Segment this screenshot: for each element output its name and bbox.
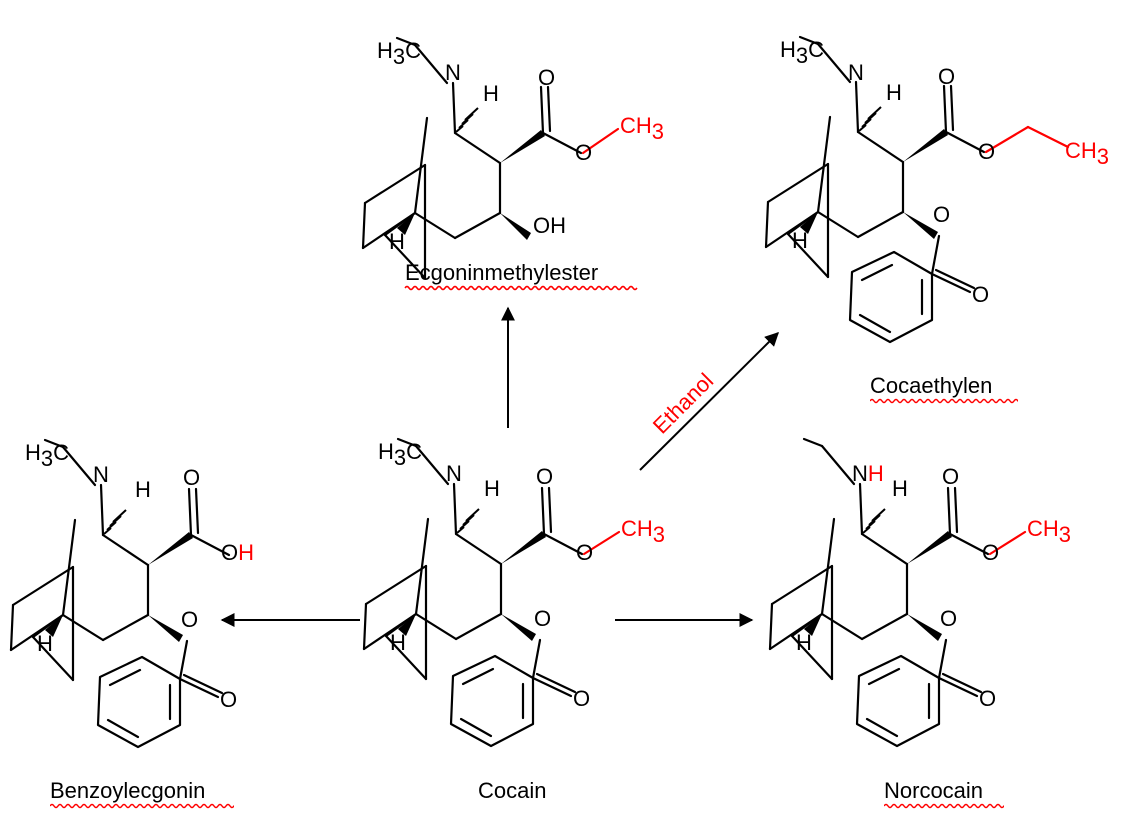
caption-benzoylecgonin: Benzoylecgonin [50,778,205,803]
atom-ch3-ethyl: CH3 [1065,138,1109,169]
atom-h-bridgehead: H [886,80,902,105]
atom-o-benzoyl: O [940,606,957,631]
atom-o-ester: O [575,140,592,165]
atom-h-bridgehead: H [892,476,908,501]
atom-h-lower: H [389,229,405,254]
caption-norcocain: Norcocain [884,778,983,803]
atom-ch3-methyl: CH3 [620,113,664,144]
molecule-benzoylecgonine: N H H O OH O H3C O [9,438,254,749]
atom-o-benzoyl: O [534,606,551,631]
atom-o-benzoyl-carbonyl: O [972,282,989,307]
atom-o-benzoyl-carbonyl: O [573,686,590,711]
atom-n: N [848,60,864,85]
molecule-norcocaine: NH H H O O O CH3 O [768,437,1071,748]
caption-ecgoninmethylester: Ecgoninmethylester [405,260,598,285]
atom-ch3-methyl: CH3 [621,516,665,547]
atom-h3c: H3C [378,439,422,470]
atom-o-carbonyl: O [942,464,959,489]
atom-o-carbonyl: O [538,65,555,90]
atom-h3c: H3C [377,38,421,69]
atom-h3c: H3C [25,440,69,471]
atom-o-ester: O [982,540,999,565]
caption-cocain: Cocain [478,778,546,803]
atom-h-lower: H [37,631,53,656]
atom-o-carbonyl: O [536,464,553,489]
arrow-to-cocaethylen [639,332,779,471]
atom-n: N [446,461,462,486]
atom-o-benzoyl: O [933,202,950,227]
atom-oh-acid: OH [221,540,254,565]
atom-n: N [445,60,461,85]
atom-n: N [93,462,109,487]
atom-h3c: H3C [780,37,824,68]
molecule-cocaine: N H H O O O CH3 H3C O [362,437,665,748]
atom-o-benzoyl-carbonyl: O [220,687,237,712]
atom-o-benzoyl-carbonyl: O [979,686,996,711]
atom-h-bridgehead: H [135,477,151,502]
caption-cocaethylen: Cocaethylen [870,373,992,398]
atom-oh: OH [533,213,566,238]
atom-h-bridgehead: H [483,81,499,106]
atom-o-ester: O [576,540,593,565]
atom-o-carbonyl: O [938,64,955,89]
atom-h-lower: H [796,630,812,655]
atom-o-benzoyl: O [181,607,198,632]
atom-ch3-methyl: CH3 [1027,516,1071,547]
atom-nh: NH [852,461,884,486]
atom-h-lower: H [792,228,808,253]
atom-o-carbonyl: O [183,465,200,490]
atom-h-lower: H [390,630,406,655]
atom-h-bridgehead: H [484,476,500,501]
molecule-ecgonine-methyl-ester: N H H O O OH CH3 H3C [361,36,664,280]
atom-o-ester: O [978,139,995,164]
molecule-cocaethylene: N H H O O O CH3 H3C O [764,35,1109,344]
